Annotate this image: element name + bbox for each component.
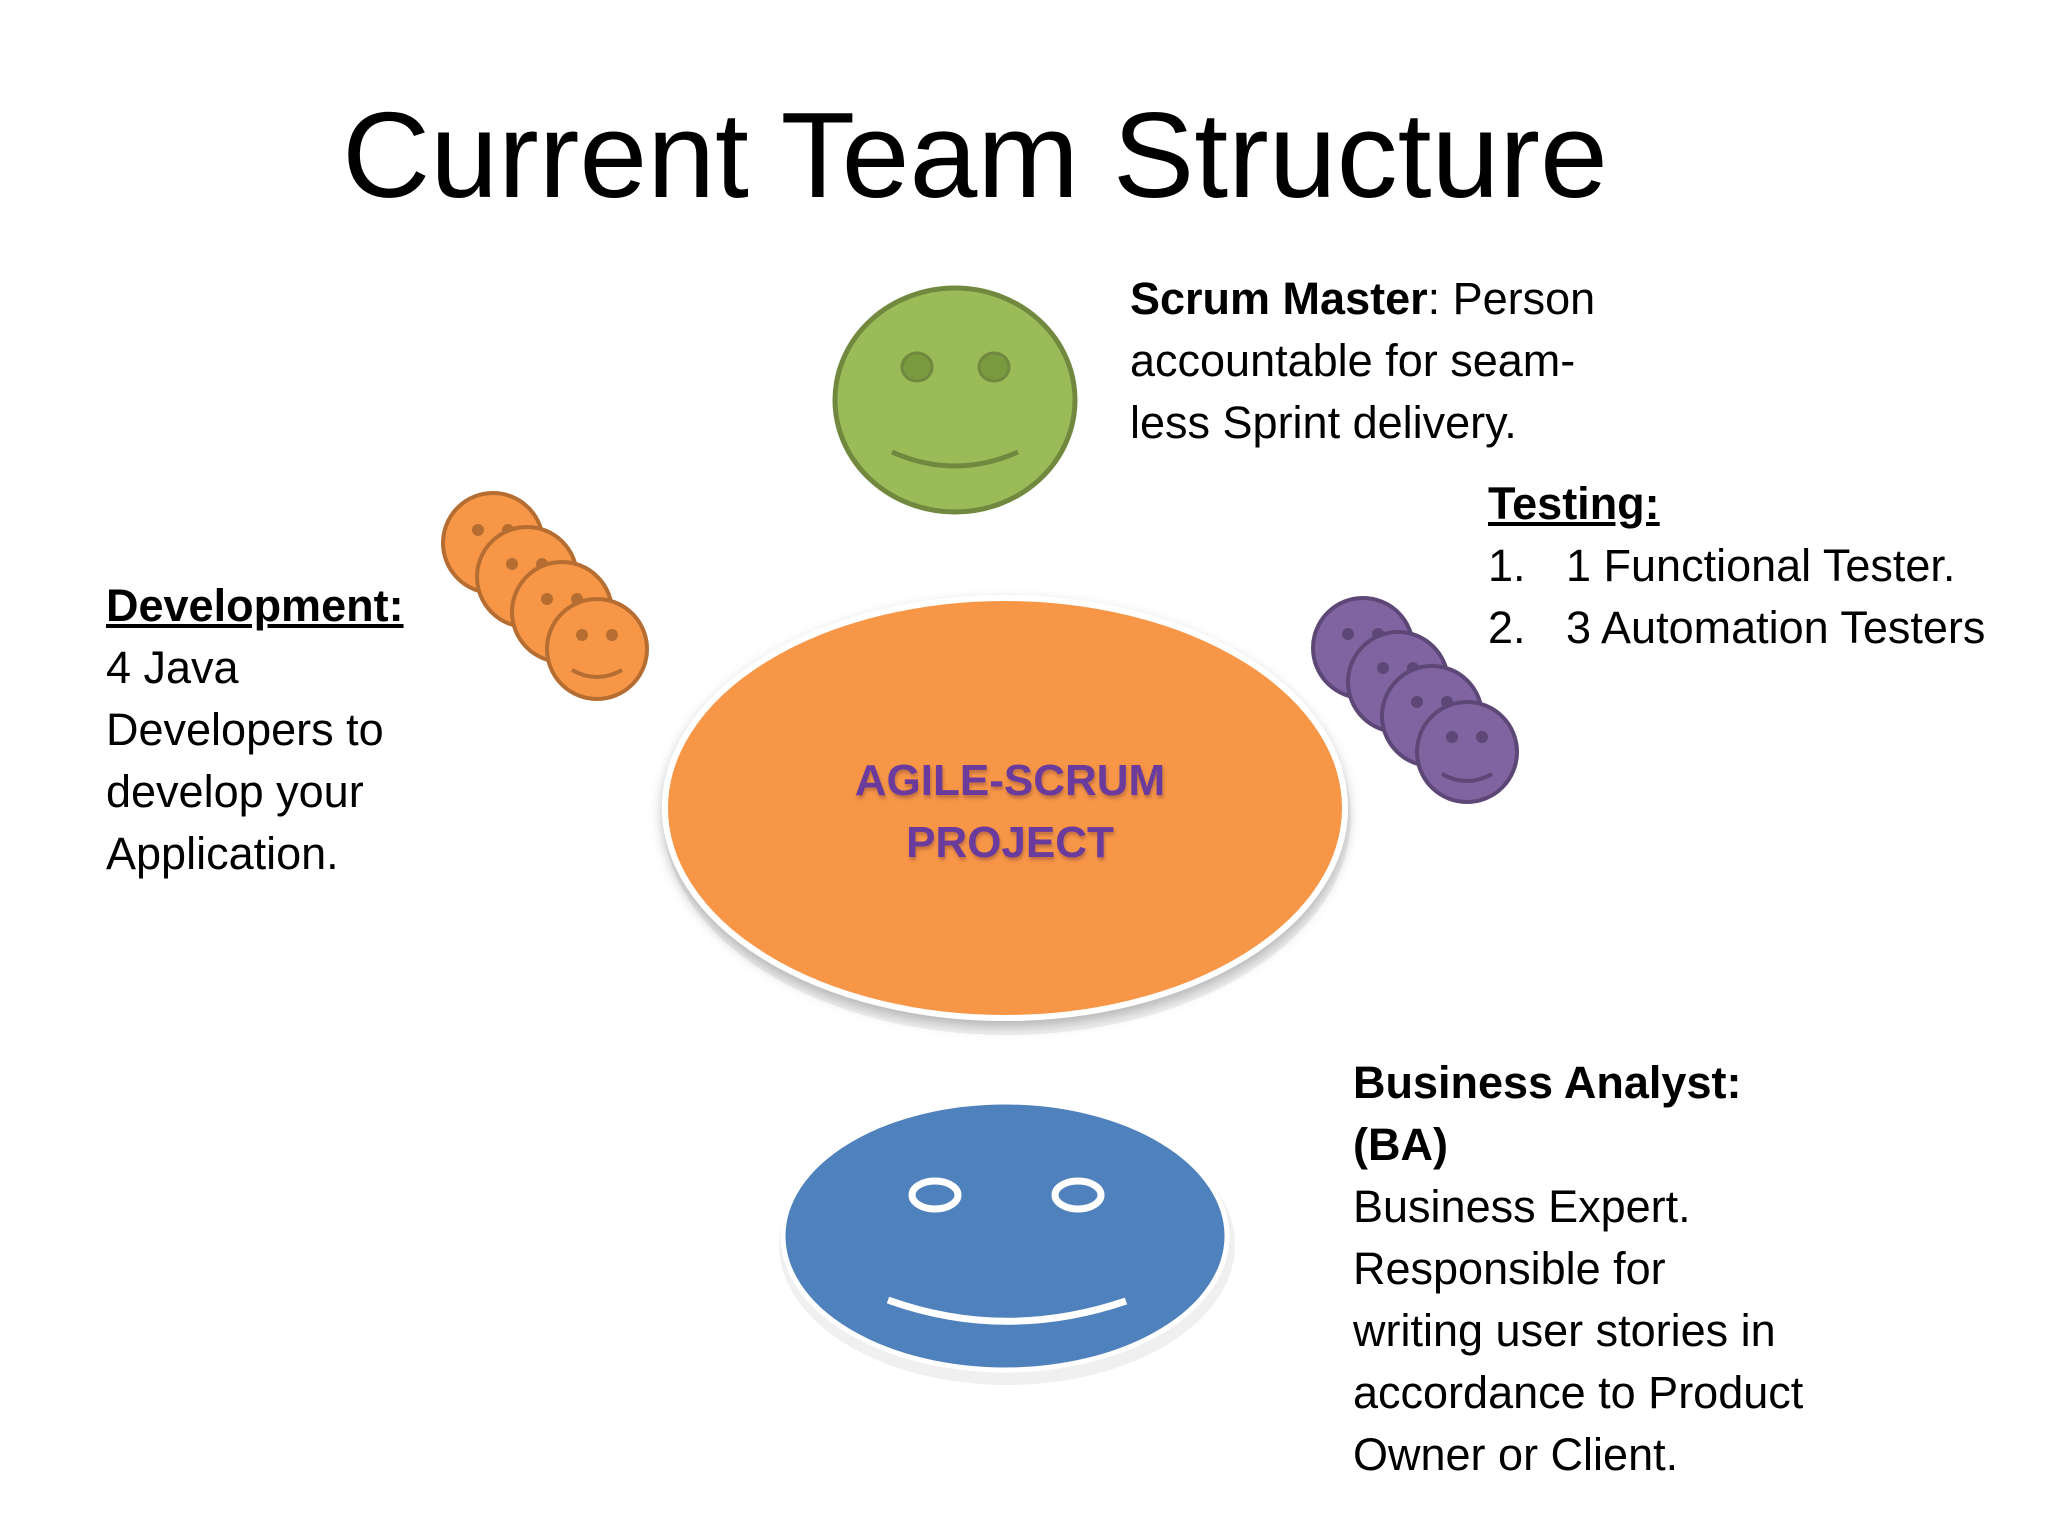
- ba-heading-line-1: Business Analyst:: [1353, 1057, 1742, 1108]
- development-heading: Development:: [106, 580, 404, 631]
- ba-line: writing user stories in: [1353, 1305, 1776, 1356]
- development-line: 4 Java: [106, 642, 239, 693]
- scrum-master-description: Scrum Master: Person accountable for sea…: [1130, 268, 1595, 454]
- development-description: Development: 4 Java Developers to develo…: [106, 575, 404, 885]
- testing-item-text: 1 Functional Tester.: [1566, 540, 1956, 591]
- developer-smiley-icon-4: [545, 597, 649, 701]
- scrum-master-label: Scrum Master: [1130, 273, 1428, 324]
- ba-heading-line-2: (BA): [1353, 1119, 1448, 1170]
- business-analyst-smiley-icon: [779, 1099, 1235, 1385]
- slide-title: Current Team Structure: [342, 87, 1608, 223]
- tester-smiley-icon-4: [1415, 700, 1519, 804]
- ba-line: Responsible for: [1353, 1243, 1666, 1294]
- testing-item-text: 3 Automation Testers: [1566, 602, 1986, 653]
- development-line: Developers to: [106, 704, 384, 755]
- center-label-line-1: AGILE-SCRUM: [854, 756, 1166, 805]
- scrum-master-desc-line-2: accountable for seam-: [1130, 335, 1576, 386]
- ba-line: accordance to Product: [1353, 1367, 1804, 1418]
- agile-scrum-project-ellipse: [662, 595, 1351, 1035]
- business-analyst-description: Business Analyst: (BA) Business Expert. …: [1353, 1052, 1803, 1486]
- testing-item-number: 1.: [1488, 540, 1526, 591]
- testing-heading: Testing:: [1488, 478, 1660, 529]
- center-label-line-2: PROJECT: [906, 818, 1114, 867]
- testing-item-number: 2.: [1488, 602, 1526, 653]
- scrum-master-desc-line-3: less Sprint delivery.: [1130, 397, 1517, 448]
- scrum-master-smiley-icon: [832, 285, 1078, 515]
- ba-line: Owner or Client.: [1353, 1429, 1679, 1480]
- ba-line: Business Expert.: [1353, 1181, 1691, 1232]
- testing-list-item: 2. 3 Automation Testers: [1488, 597, 1985, 659]
- development-line: develop your: [106, 766, 364, 817]
- testing-description: Testing: 1. 1 Functional Tester. 2. 3 Auto…: [1488, 473, 1985, 659]
- scrum-master-desc-line-1: : Person: [1427, 273, 1596, 324]
- testing-list-item: 1. 1 Functional Tester.: [1488, 535, 1985, 597]
- development-line: Application.: [106, 828, 339, 879]
- center-project-label: AGILE-SCRUM PROJECT: [760, 750, 1260, 874]
